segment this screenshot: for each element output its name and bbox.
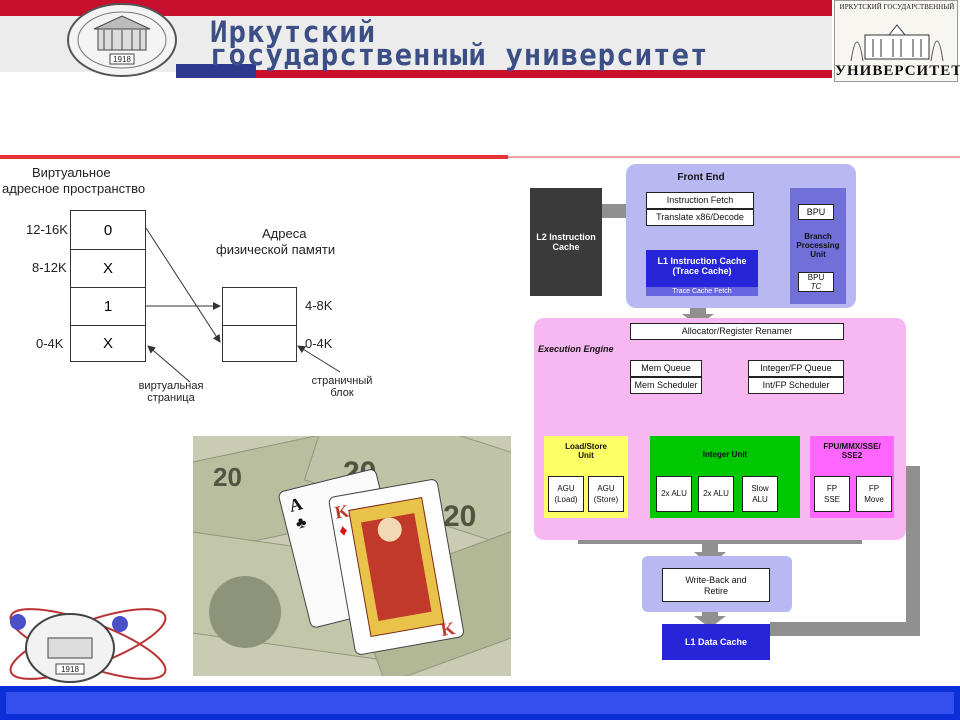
integer-unit-label: Integer Unit — [702, 450, 748, 459]
l1-data-cache: L1 Data Cache — [662, 624, 770, 660]
fpu-label: FPU/MMX/SSE/SSE2 — [823, 442, 881, 460]
university-corner-logo: ИРКУТСКИЙ ГОСУДАРСТВЕННЫЙ УНИВЕРСИТЕТ — [834, 0, 960, 82]
physical-frame-cell — [223, 288, 296, 326]
section-divider — [0, 155, 508, 159]
virtual-space-title-1: Виртуальное — [32, 165, 111, 180]
cpu-block-diagram: Front End L2 Instruction Cache Instructi… — [522, 160, 958, 660]
virtual-page-cell: X — [71, 249, 145, 288]
svg-text:K: K — [439, 618, 456, 640]
header-red-underline — [256, 70, 832, 78]
university-title-line1: Иркутский — [210, 15, 377, 49]
svg-text:♣: ♣ — [294, 514, 309, 533]
university-atom-logo: 1918 — [0, 600, 178, 686]
agu-store-box: AGU(Store) — [588, 476, 624, 512]
mem-queue-box: Mem Queue — [630, 360, 702, 377]
svg-text:20: 20 — [443, 500, 476, 533]
money-and-cards-photo: 20 20 20 A ♣ K ♦ K — [193, 436, 511, 676]
physical-range-label: 4-8K — [305, 298, 333, 313]
front-end-label: Front End — [677, 172, 725, 183]
physical-title-2: физической памяти — [216, 242, 336, 257]
agu-load-box: AGU(Load) — [548, 476, 584, 512]
allocator-renamer-box: Allocator/Register Renamer — [630, 323, 844, 340]
virtual-range-label: 0-4K — [36, 336, 64, 351]
virtual-page-table: 0 X 1 X — [70, 210, 146, 362]
building-illustration-icon — [850, 24, 944, 62]
execution-engine-label: Execution Engine — [538, 344, 614, 354]
virtual-page-cell: 0 — [71, 211, 145, 250]
header-blue-accent — [176, 64, 256, 78]
virtual-space-title-2: адресное пространство — [2, 181, 146, 196]
memory-mapping-arrows — [145, 227, 341, 383]
physical-title-1: Адреса — [262, 226, 307, 241]
int-fp-queue-box: Integer/FP Queue — [748, 360, 844, 377]
l2-instruction-cache: L2 Instruction Cache — [530, 188, 602, 296]
physical-range-label: 0-4K — [305, 336, 333, 351]
virtual-range-label: 12-16K — [26, 222, 68, 237]
virtual-page-cell: 1 — [71, 287, 145, 326]
corner-logo-title: УНИВЕРСИТЕТ — [835, 63, 960, 79]
corner-logo-caption: ИРКУТСКИЙ ГОСУДАРСТВЕННЫЙ — [839, 3, 955, 11]
translate-decode-box: Translate x86/Decode — [646, 209, 754, 226]
footer-bar-inner — [6, 692, 954, 714]
bpu-box: BPU — [798, 204, 834, 220]
virtual-range-label: 8-12K — [32, 260, 67, 275]
section-divider-light — [508, 156, 960, 158]
instruction-fetch-box: Instruction Fetch — [646, 192, 754, 209]
svg-text:K: K — [333, 501, 350, 523]
university-title-line2: государственный университет — [210, 38, 709, 72]
trace-cache-fetch: Trace Cache Fetch — [646, 287, 758, 296]
mem-scheduler-box: Mem Scheduler — [630, 377, 702, 394]
university-seal-logo: 1918 — [67, 3, 177, 77]
alu-box: 2x ALU — [698, 476, 734, 512]
alu-box: 2x ALU — [656, 476, 692, 512]
svg-text:A: A — [287, 493, 304, 516]
virtual-page-cell: X — [102, 334, 113, 352]
svg-text:20: 20 — [213, 462, 242, 492]
physical-page-table — [222, 287, 297, 362]
svg-text:1918: 1918 — [61, 665, 79, 674]
svg-text:♦: ♦ — [338, 522, 349, 540]
int-fp-scheduler-box: Int/FP Scheduler — [748, 377, 844, 394]
header-red-stripe — [0, 0, 832, 16]
svg-text:1918: 1918 — [113, 55, 131, 64]
